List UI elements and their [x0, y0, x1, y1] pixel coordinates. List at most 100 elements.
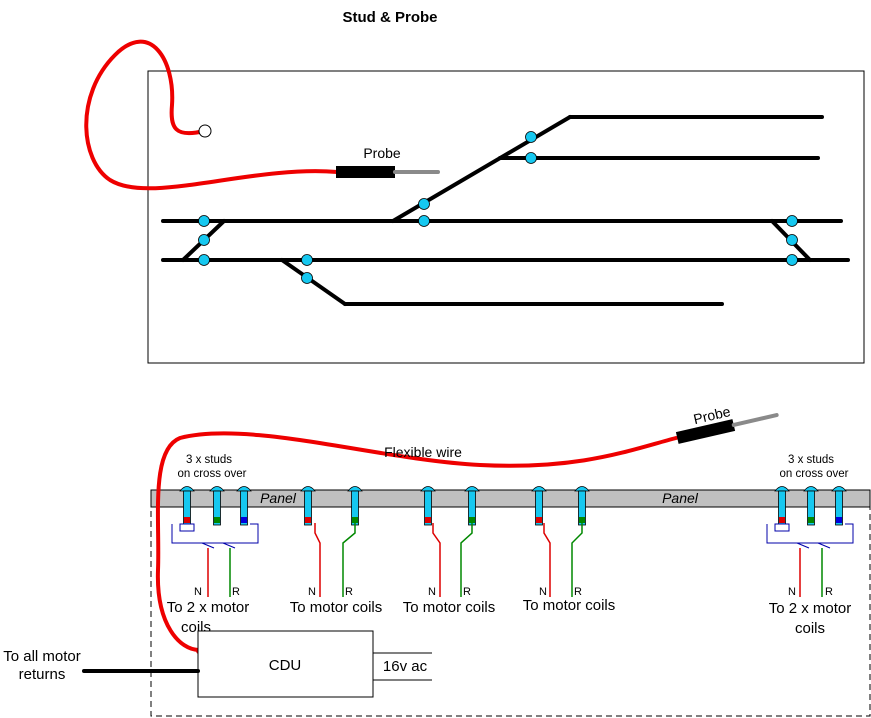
- studs-left-label-line1: 3 x studs: [186, 454, 232, 466]
- panel-label-right: Panel: [662, 490, 699, 506]
- panel-stud[interactable]: [209, 486, 225, 526]
- panel-stud[interactable]: [300, 486, 316, 526]
- layout-stud: [301, 272, 313, 284]
- top-probe-wire: [84, 39, 339, 191]
- stud-wire-terminal: [469, 517, 475, 523]
- stud-shaft: [424, 490, 432, 526]
- r-wire: [571, 523, 583, 597]
- bottom-probe-tip: [731, 413, 779, 427]
- n-label: N: [788, 586, 796, 598]
- layout-stud: [786, 254, 798, 266]
- stud-head: [464, 486, 480, 492]
- control-panel-enclosure: [150, 502, 871, 717]
- diode-bracket-right: [766, 523, 854, 549]
- stud-wire-terminal: [536, 517, 542, 523]
- stud-head: [531, 486, 547, 492]
- r-label: R: [345, 586, 353, 598]
- n-wire: [314, 523, 321, 597]
- panel-stud[interactable]: [803, 486, 819, 526]
- r-wire: [460, 523, 473, 597]
- panel-studs: [179, 486, 847, 526]
- panel-stud[interactable]: [236, 486, 252, 526]
- flexible-wire-label: Flexible wire: [384, 444, 462, 460]
- n-wire: [543, 523, 551, 597]
- stud-head: [209, 486, 225, 492]
- r-label: R: [232, 586, 240, 598]
- r-label: R: [825, 586, 833, 598]
- layout-stud: [198, 215, 210, 227]
- n-label: N: [428, 586, 436, 598]
- layout-stud: [301, 254, 313, 266]
- panel-label-left: Panel: [260, 490, 297, 506]
- n-label: N: [194, 586, 202, 598]
- coils-mid2: To motor coils: [403, 599, 496, 616]
- n-label: N: [539, 586, 547, 598]
- branch-lower-diagonal: [280, 258, 347, 306]
- panel-stud[interactable]: [420, 486, 436, 526]
- bottom-probe-handle[interactable]: [675, 419, 736, 444]
- studs-right-label-line1: 3 x studs: [788, 454, 834, 466]
- layout-studs: [198, 131, 798, 284]
- stud-wire-terminal: [305, 517, 311, 523]
- panel-stud[interactable]: [179, 486, 195, 526]
- stud-shaft: [535, 490, 543, 526]
- panel-stud[interactable]: [831, 486, 847, 526]
- stud-wire-terminal: [352, 517, 358, 523]
- coils-mid3: To motor coils: [523, 597, 616, 614]
- stud-shaft: [807, 490, 815, 526]
- studs-right-label-line2: on cross over: [779, 468, 848, 480]
- stud-shaft: [835, 490, 843, 526]
- stud-wire-terminal: [579, 517, 585, 523]
- track-lines: [161, 115, 850, 306]
- stud-wire-terminal: [214, 517, 220, 523]
- stud-head: [420, 486, 436, 492]
- layout-stud: [198, 234, 210, 246]
- stud-head: [574, 486, 590, 492]
- r-label: R: [574, 586, 582, 598]
- layout-stud: [418, 215, 430, 227]
- stud-wire-terminal: [425, 517, 431, 523]
- layout-stud: [786, 234, 798, 246]
- layout-stud: [198, 254, 210, 266]
- stud-head: [236, 486, 252, 492]
- bottom-probe[interactable]: [675, 409, 779, 444]
- returns-line1: To all motor: [3, 648, 81, 665]
- stud-head: [347, 486, 363, 492]
- top-probe-label: Probe: [363, 145, 401, 161]
- track-layout-frame: [147, 70, 865, 364]
- stud-head: [803, 486, 819, 492]
- stud-head: [831, 486, 847, 492]
- returns-line2: returns: [19, 666, 66, 683]
- cdu-label: CDU: [269, 657, 302, 674]
- layout-stud: [525, 131, 537, 143]
- stud-head: [300, 486, 316, 492]
- coils-mid1: To motor coils: [290, 599, 383, 616]
- layout-stud: [525, 152, 537, 164]
- n-label: N: [308, 586, 316, 598]
- coils-left-line1: To 2 x motor: [167, 599, 250, 616]
- r-label: R: [463, 586, 471, 598]
- coils-right-line2: coils: [795, 620, 825, 637]
- diode-bracket-left: [171, 523, 259, 549]
- stud-shaft: [240, 490, 248, 526]
- wire-anchor-ring: [198, 124, 212, 138]
- stud-shaft: [304, 490, 312, 526]
- n-wire: [432, 523, 441, 597]
- stud-wire-terminal: [241, 517, 247, 523]
- layout-stud: [786, 215, 798, 227]
- stud-shaft: [213, 490, 221, 526]
- stud-wire-terminal: [836, 517, 842, 523]
- stud-head: [774, 486, 790, 492]
- panel-bar: [150, 489, 871, 508]
- stud-wire-terminal: [779, 517, 785, 523]
- top-probe-handle[interactable]: [336, 166, 395, 178]
- ac-label: 16v ac: [383, 658, 428, 675]
- coils-right-line1: To 2 x motor: [769, 600, 852, 617]
- panel-stud[interactable]: [531, 486, 547, 526]
- flexible-wire: [155, 431, 678, 652]
- layout-stud: [418, 198, 430, 210]
- studs-left-label-line2: on cross over: [177, 468, 246, 480]
- panel-stud[interactable]: [574, 486, 590, 526]
